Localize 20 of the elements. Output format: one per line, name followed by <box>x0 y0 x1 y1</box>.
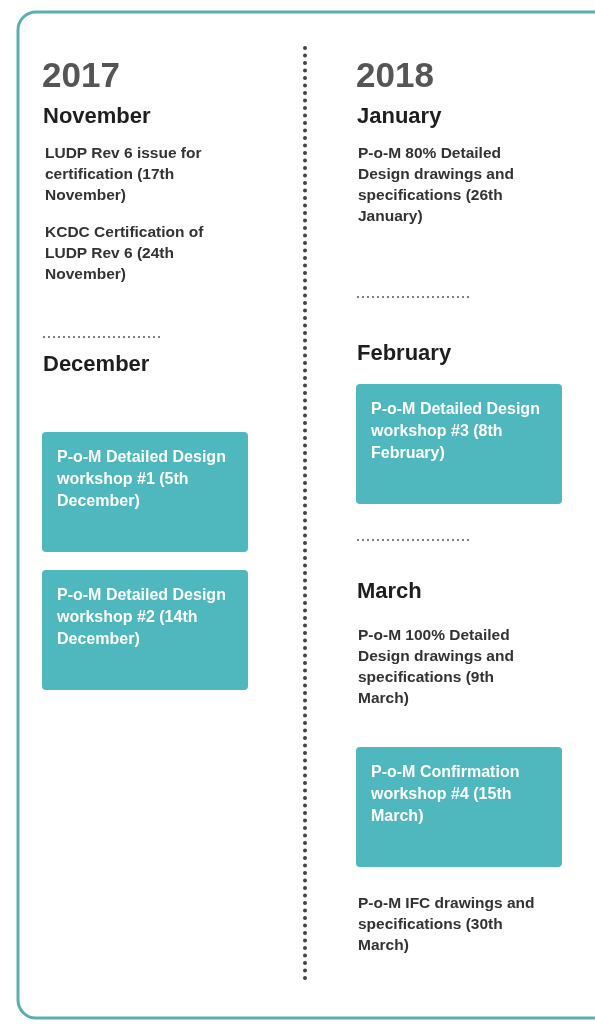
workshop-box <box>42 570 248 690</box>
milestone-text: LUDP Rev 6 issue for certification (17th November) <box>45 143 203 205</box>
month-heading: March <box>357 578 423 604</box>
milestone-text: KCDC Certification of LUDP Rev 6 (24th November) <box>45 222 205 284</box>
workshop-text: P-o-M Detailed Design workshop #2 (14th December) <box>57 585 227 649</box>
workshop-box <box>42 432 248 552</box>
workshop-box <box>356 747 562 867</box>
workshop-text: P-o-M Confirmation workshop #4 (15th March) <box>371 762 521 826</box>
milestone-text: P-o-M 80% Detailed Design drawings and specifications (26th January) <box>358 143 515 226</box>
month-heading: January <box>357 103 443 129</box>
month-heading: December <box>43 351 151 377</box>
month-heading: February <box>357 340 453 366</box>
month-heading: November <box>43 103 152 129</box>
workshop-text: P-o-M Detailed Design workshop #1 (5th December) <box>57 447 227 511</box>
year-heading: 2017 <box>42 55 121 95</box>
year-heading: 2018 <box>356 55 435 95</box>
milestone-text: P-o-M 100% Detailed Design drawings and specifications (9th March) <box>358 625 515 708</box>
milestone-text: P-o-M IFC drawings and specifications (30th March) <box>358 893 536 955</box>
workshop-box <box>356 384 562 504</box>
workshop-text: P-o-M Detailed Design workshop #3 (8th February) <box>371 399 541 463</box>
